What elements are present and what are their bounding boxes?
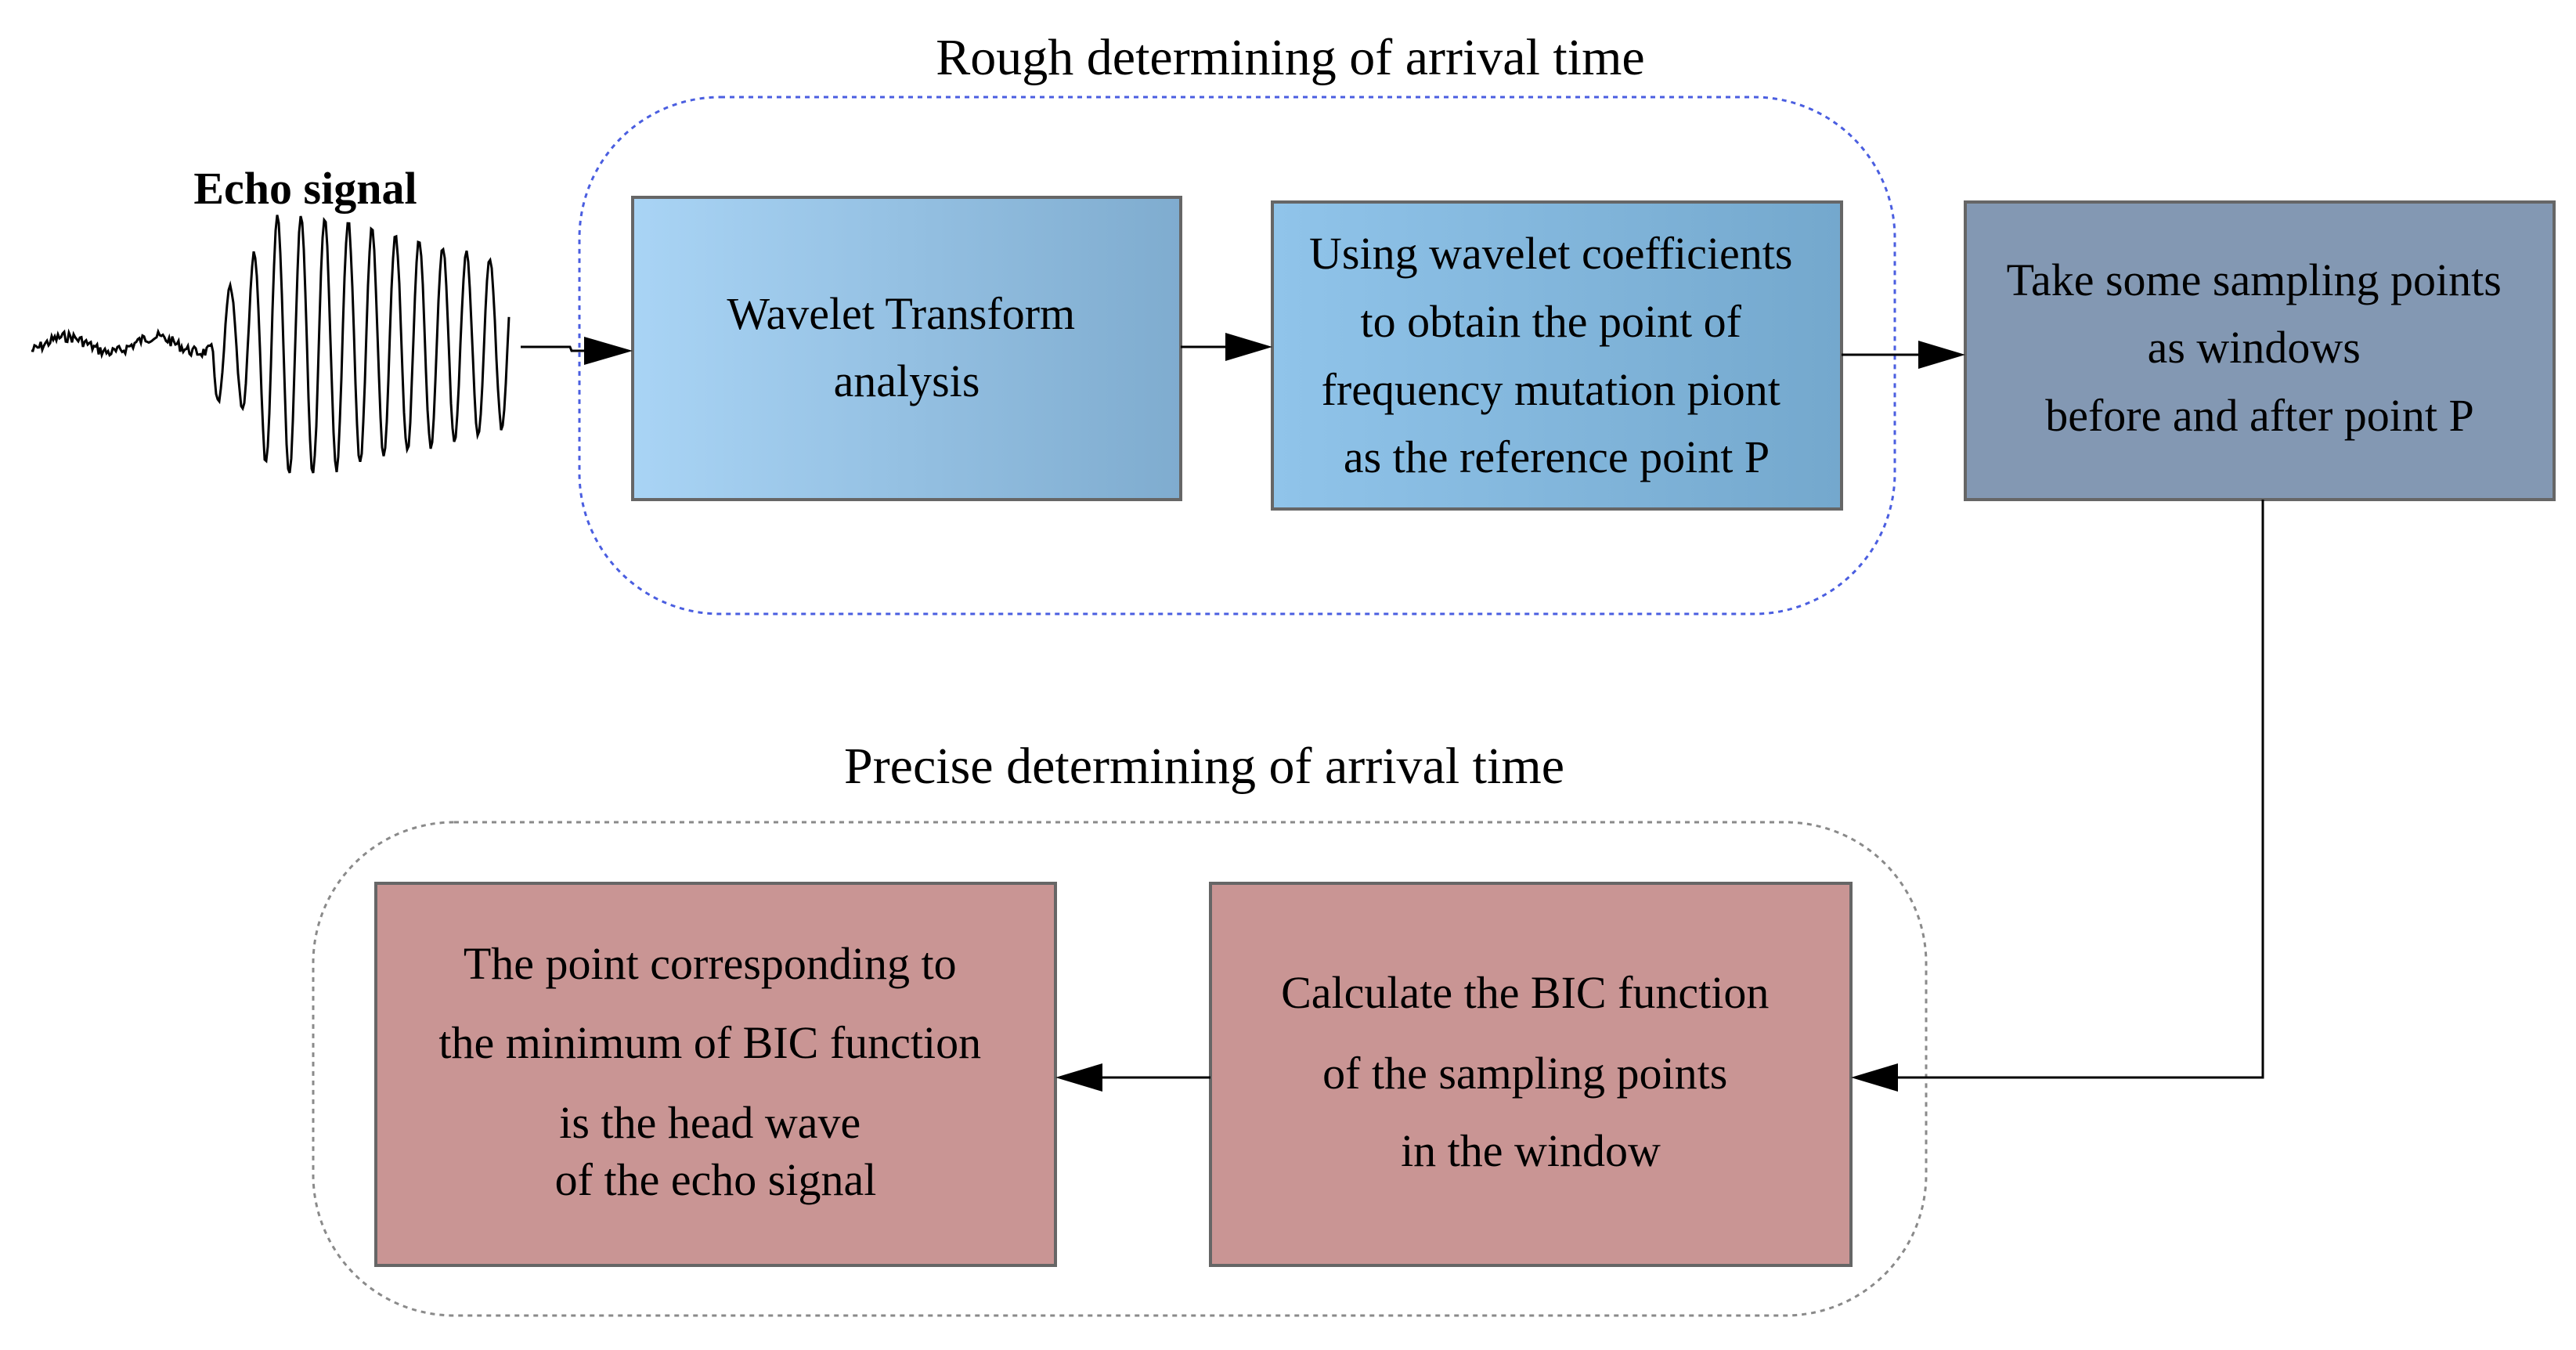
arrowhead-icon <box>584 337 633 365</box>
wavelet-transform-box <box>631 196 1182 501</box>
wavelet-coefficients-text: Using wavelet coefficients to obtain the… <box>1309 228 1804 482</box>
text-line: frequency mutation piont <box>1322 364 1780 415</box>
arrow-echo-to-wavelet <box>521 345 584 352</box>
text-line: as windows <box>2148 322 2361 373</box>
arrowhead-icon <box>1851 1063 1898 1092</box>
arrowhead-icon <box>1918 341 1965 369</box>
wavelet-coefficients-box <box>1271 200 1843 511</box>
echo-signal-label: Echo signal <box>193 163 417 214</box>
text-line: Wavelet Transform <box>727 288 1075 339</box>
text-line: is the head wave <box>559 1097 860 1148</box>
text-line: in the window <box>1401 1125 1661 1176</box>
text-line: Take some sampling points <box>2007 254 2502 305</box>
head-wave-result-text: The point corresponding to the minimum o… <box>438 938 992 1205</box>
arrow-sampling-to-bic <box>1898 500 2264 1079</box>
text-line: the minimum of BIC function <box>438 1017 981 1068</box>
text-line: Calculate the BIC function <box>1281 967 1769 1018</box>
text-line: as the reference point P <box>1344 431 1770 482</box>
text-line: to obtain the point of <box>1361 296 1742 347</box>
sampling-window-box <box>1964 200 2556 501</box>
head-wave-result-box <box>374 882 1057 1267</box>
precise-group-container <box>312 821 1928 1317</box>
text-line: analysis <box>834 356 980 406</box>
text-line: Using wavelet coefficients <box>1309 228 1792 279</box>
wavelet-transform-text: Wavelet Transform analysis <box>727 288 1086 406</box>
arrowhead-icon <box>1225 333 1272 361</box>
precise-group-title: Precise determining of arrival time <box>844 738 1564 795</box>
bic-calculation-text: Calculate the BIC function of the sampli… <box>1281 967 1780 1176</box>
text-line: before and after point P <box>2045 390 2474 441</box>
bic-calculation-box <box>1209 882 1853 1267</box>
text-line: of the sampling points <box>1322 1048 1727 1099</box>
arrowhead-icon <box>1055 1063 1102 1092</box>
text-line: The point corresponding to <box>464 938 957 989</box>
text-line: of the echo signal <box>555 1154 877 1205</box>
rough-group-title: Rough determining of arrival time <box>936 29 1644 86</box>
sampling-window-text: Take some sampling points as windows bef… <box>2007 254 2513 441</box>
echo-waveform-icon <box>31 215 511 474</box>
